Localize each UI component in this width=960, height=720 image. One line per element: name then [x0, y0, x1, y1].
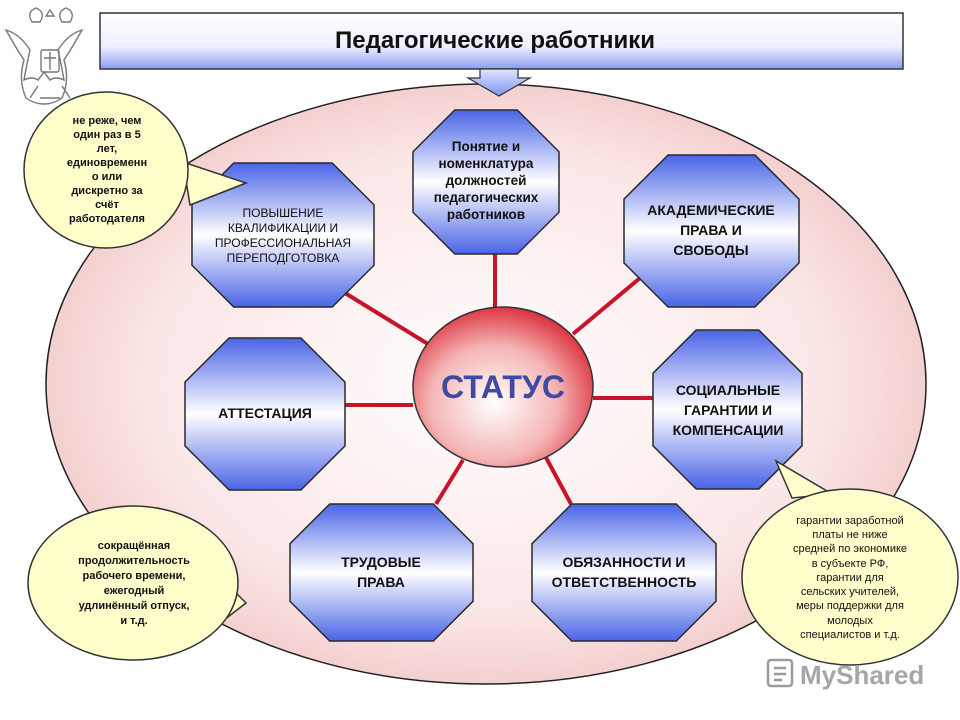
- octagon-nodes: [184, 109, 803, 642]
- node-duties-label: ОБЯЗАННОСТИ И ОТВЕТСТВЕННОСТЬ: [551, 554, 697, 590]
- octagon-social: [652, 329, 803, 490]
- center-status-label: СТАТУС: [441, 368, 565, 405]
- myshared-logo-icon: [766, 658, 794, 688]
- node-qualification-label: ПОВЫШЕНИЕ КВАЛИФИКАЦИИ И ПРОФЕССИОНАЛЬНА…: [214, 206, 352, 265]
- octagon-qualification: [191, 162, 375, 308]
- callout-bottom-left-bubble: [27, 505, 248, 661]
- watermark-text: MyShared: [800, 659, 925, 690]
- node-concept-label: Понятие и номенклатура должностей педаго…: [433, 138, 539, 222]
- callout-bottom-right-text: гарантии заработной платы не ниже средне…: [792, 514, 908, 642]
- octagon-concept: [412, 109, 560, 255]
- banner-down-arrow: [465, 68, 533, 97]
- title-banner: [99, 12, 904, 70]
- coat-of-arms-emblem: [4, 7, 84, 105]
- center-status-circle: [412, 306, 594, 468]
- connector-line: [434, 458, 465, 506]
- connector-line: [343, 291, 430, 346]
- page-title: Педагогические работники: [334, 27, 656, 54]
- node-labor-label: ТРУДОВЫЕ ПРАВА: [341, 554, 421, 590]
- node-social-label: СОЦИАЛЬНЫЕ ГАРАНТИИ И КОМПЕНСАЦИИ: [672, 382, 784, 438]
- octagon-labor: [289, 503, 474, 642]
- connector-line: [541, 451, 573, 505]
- connector-line: [571, 276, 642, 336]
- callout-bottom-left-text: сокращённая продолжительность рабочего в…: [78, 540, 190, 627]
- octagon-duties: [531, 503, 717, 642]
- callout-top-left-text: не реже, чем один раз в 5 лет, единоврем…: [66, 115, 148, 225]
- node-attestation-label: АТТЕСТАЦИЯ: [218, 405, 312, 421]
- octagon-attestation: [184, 337, 346, 491]
- callout-top-left-bubble: [23, 91, 249, 249]
- callout-bottom-right-bubble: [741, 459, 959, 666]
- node-academic-label: АКАДЕМИЧЕСКИЕ ПРАВА И СВОБОДЫ: [647, 202, 775, 258]
- octagon-academic: [623, 154, 800, 308]
- connector-lines: [343, 254, 653, 506]
